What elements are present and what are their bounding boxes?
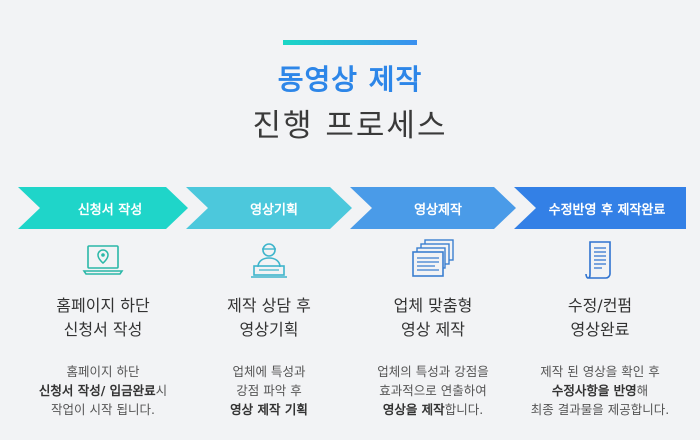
step-label-2: 영상기획 [250,202,298,218]
step-heading-4: 수정/컨펌 영상완료 [567,296,633,339]
step-column-3: 업체 맞춤형 영상 제작 업체의 특성과 강점을 효과적으로 연출하여 영상을 … [348,236,518,419]
step-label-1: 신청서 작성 [77,202,143,218]
step-description-3: 업체의 특성과 강점을 효과적으로 연출하여 영상을 제작합니다. [377,364,489,417]
document-scroll-icon [585,241,611,279]
step-heading-3: 업체 맞춤형 영상 제작 [393,296,473,339]
page-title: 동영상 제작 [277,63,423,96]
step-arrow-4: 수정반영 후 제작완료 [514,187,686,229]
step-column-2: 제작 상담 후 영상기획 업체에 특성과 강점 파악 후 영상 제작 기획 [184,236,354,419]
step-description-1: 홈페이지 하단 신청서 작성/ 입금완료시 작업이 시작 됩니다. [38,364,168,417]
stacked-documents-icon [412,239,454,277]
process-steps: 신청서 작성 영상기획 영상제작 수정반영 후 제작완료 [0,187,700,229]
title-accent-bar [283,40,417,45]
step-description-2: 업체에 특성과 강점 파악 후 영상 제작 기획 [230,364,308,417]
step-heading-1: 홈페이지 하단 신청서 작성 [56,296,150,339]
person-desk-icon [251,243,287,278]
page-subtitle: 진행 프로세스 [252,108,448,144]
step-description-4: 제작 된 영상을 확인 후 수정사항을 반영해 최종 결과물을 제공합니다. [530,364,670,417]
step-label-4: 수정반영 후 제작완료 [548,202,666,218]
step-column-4: 수정/컨펌 영상완료 제작 된 영상을 확인 후 수정사항을 반영해 최종 결과… [512,236,688,419]
step-column-1: 홈페이지 하단 신청서 작성 홈페이지 하단 신청서 작성/ 입금완료시 작업이… [18,236,188,419]
step-arrow-2: 영상기획 [186,187,352,229]
step-arrow-1: 신청서 작성 [18,187,188,229]
laptop-pin-icon [82,245,124,275]
step-heading-2: 제작 상담 후 영상기획 [227,296,311,339]
step-label-3: 영상제작 [414,202,462,218]
step-arrow-3: 영상제작 [350,187,516,229]
